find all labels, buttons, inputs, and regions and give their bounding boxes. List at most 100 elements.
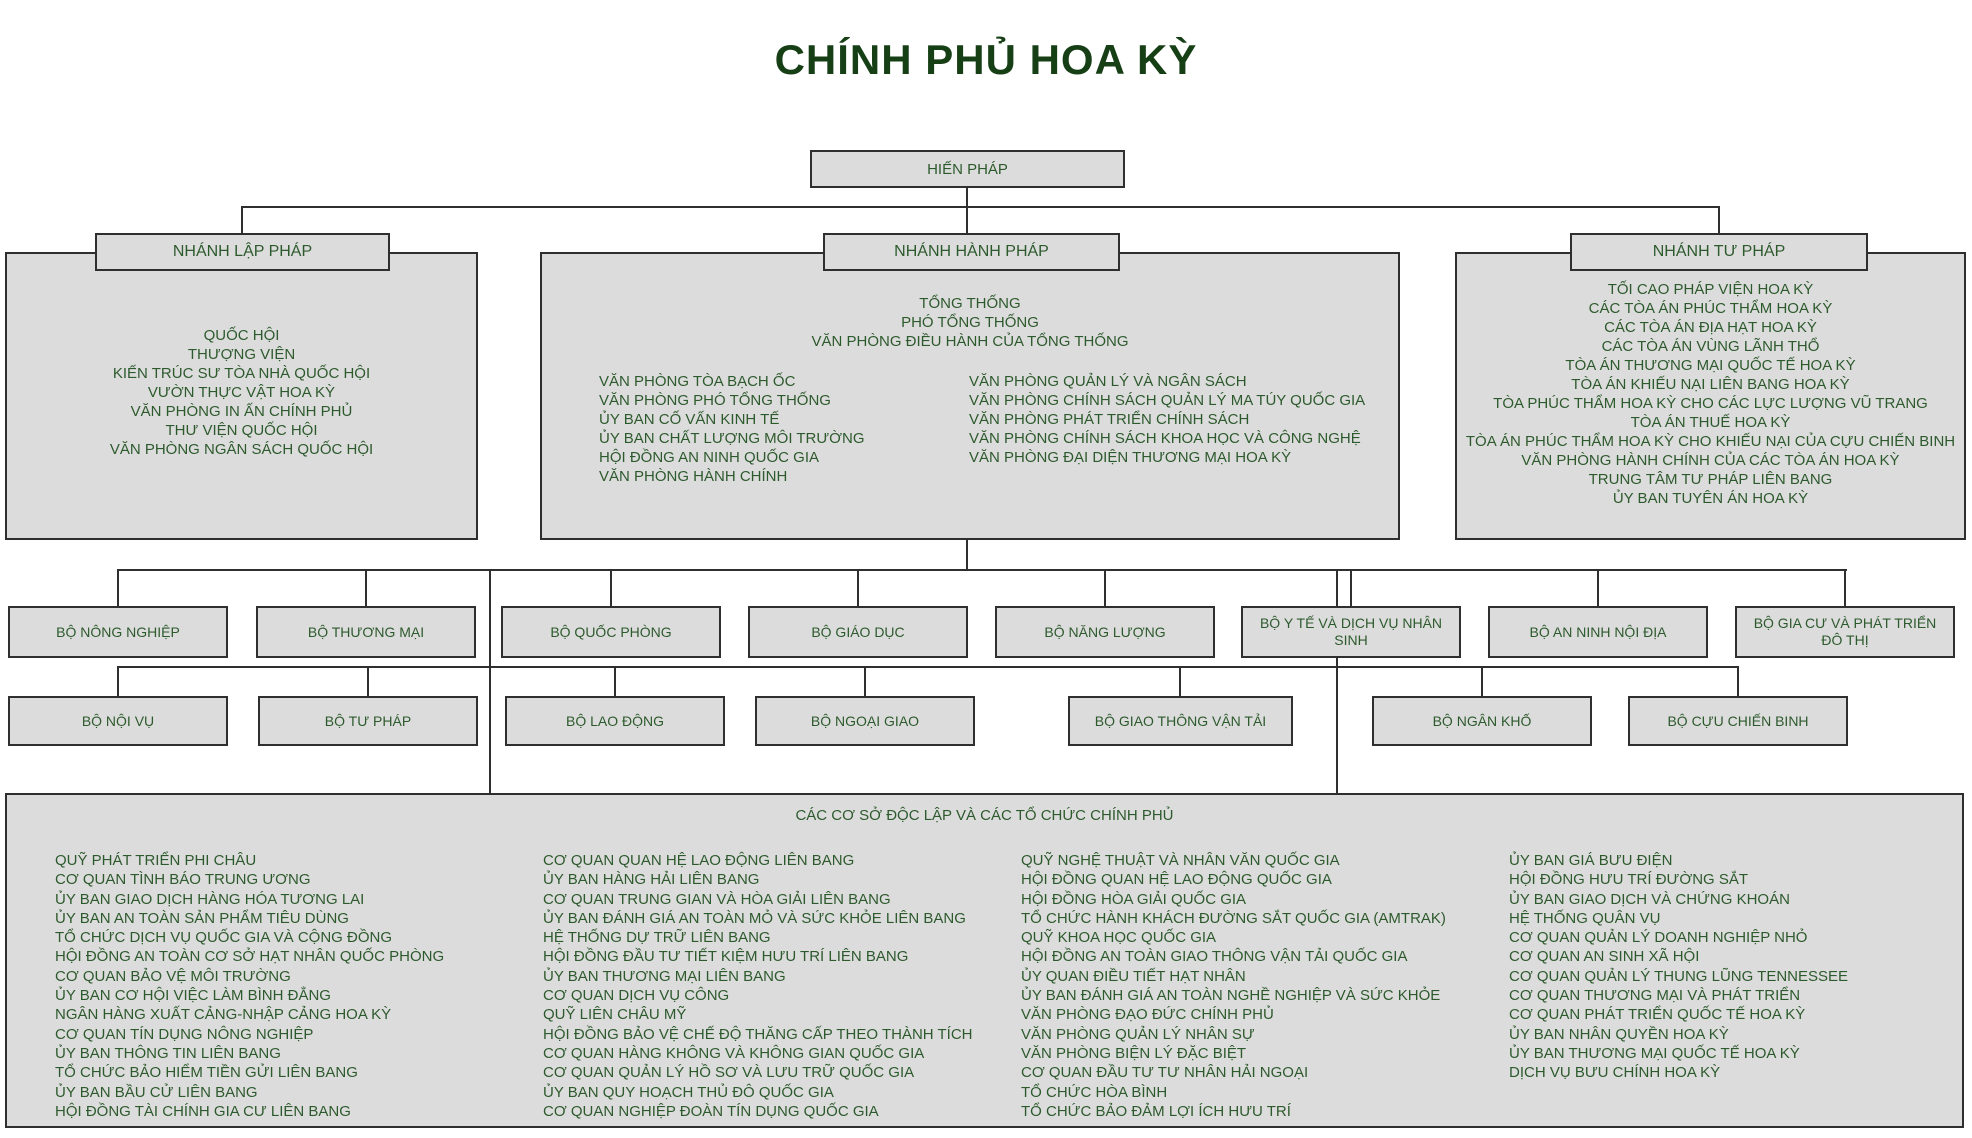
constitution-box: HIẾN PHÁP xyxy=(810,150,1125,188)
executive-left-column: VĂN PHÒNG TÒA BẠCH ỐC VĂN PHÒNG PHÓ TỔNG … xyxy=(599,372,865,486)
org-item: TỐI CAO PHÁP VIỆN HOA KỲ xyxy=(1607,281,1814,298)
independent-agencies-header: CÁC CƠ SỞ ĐỘC LẬP VÀ CÁC TỔ CHỨC CHÍNH P… xyxy=(795,807,1174,824)
org-item: TÒA PHÚC THẨM HOA KỲ CHO CÁC LỰC LƯỢNG V… xyxy=(1493,395,1928,412)
connector-line xyxy=(117,569,119,608)
org-item: VĂN PHÒNG BIỆN LÝ ĐẶC BIỆT xyxy=(1021,1044,1247,1062)
org-item: CƠ QUAN TÍN DỤNG NÔNG NGHIỆP xyxy=(55,1025,314,1043)
org-item: DỊCH VỤ BƯU CHÍNH HOA KỲ xyxy=(1509,1064,1721,1082)
org-item: ỦY BAN QUY HOẠCH THỦ ĐÔ QUỐC GIA xyxy=(543,1083,834,1101)
org-item: CƠ QUAN ĐẦU TƯ TƯ NHÂN HẢI NGOẠI xyxy=(1021,1064,1309,1082)
org-item: QUỸ PHÁT TRIỂN PHI CHÂU xyxy=(55,852,257,869)
org-item: VĂN PHÒNG NGÂN SÁCH QUỐC HỘI xyxy=(109,441,374,458)
org-item: CƠ QUAN TRUNG GIAN VÀ HÒA GIẢI LIÊN BANG xyxy=(543,890,891,908)
connector-line xyxy=(610,569,612,608)
org-item: HỘI ĐỒNG AN TOÀN CƠ SỞ HẠT NHÂN QUỐC PHÒ… xyxy=(55,948,445,966)
org-item: TÒA ÁN THƯƠNG MẠI QUỐC TẾ HOA KỲ xyxy=(1565,357,1856,374)
org-item: VƯỜN THỰC VẬT HOA KỲ xyxy=(147,384,336,401)
legislative-branch-header: NHÁNH LẬP PHÁP xyxy=(95,233,390,271)
org-item: CƠ QUAN BẢO VỆ MÔI TRƯỜNG xyxy=(55,967,291,985)
org-item: THƯ VIỆN QUỐC HỘI xyxy=(165,422,318,439)
connector-line xyxy=(241,206,243,236)
dept-health-human-services: BỘ Y TẾ VÀ DỊCH VỤ NHÂN SINH xyxy=(1241,606,1461,658)
connector-line xyxy=(1597,569,1599,608)
org-item: ỦY BAN CƠ HỘI VIỆC LÀM BÌNH ĐẲNG xyxy=(55,987,331,1005)
org-item: VĂN PHÒNG PHÓ TỔNG THỐNG xyxy=(599,392,831,409)
org-item: HỘI ĐỒNG AN NINH QUỐC GIA xyxy=(599,449,820,466)
org-item: CƠ QUAN QUAN HỆ LAO ĐỘNG LIÊN BANG xyxy=(543,852,855,869)
org-item: ỦY BAN BẦU CỬ LIÊN BANG xyxy=(55,1083,258,1101)
org-item: CÁC TÒA ÁN VÙNG LÃNH THỔ xyxy=(1601,338,1820,355)
judicial-branch-header: NHÁNH TƯ PHÁP xyxy=(1570,233,1868,271)
org-item: HỘI ĐỒNG ĐẦU TƯ TIẾT KIỆM HƯU TRÍ LIÊN B… xyxy=(543,948,909,966)
dept-state: BỘ NGOẠI GIAO xyxy=(755,696,975,746)
dept-justice: BỘ TƯ PHÁP xyxy=(258,696,478,746)
org-item: VĂN PHÒNG TÒA BẠCH ỐC xyxy=(599,373,796,390)
connector-line xyxy=(1336,569,1338,793)
org-item: ỦY BAN GIAO DỊCH HÀNG HÓA TƯƠNG LAI xyxy=(55,890,365,908)
dept-education: BỘ GIÁO DỤC xyxy=(748,606,968,658)
independent-agencies-box: CÁC CƠ SỞ ĐỘC LẬP VÀ CÁC TỔ CHỨC CHÍNH P… xyxy=(5,793,1964,1128)
connector-line xyxy=(365,569,367,608)
org-item: VĂN PHÒNG CHÍNH SÁCH KHOA HỌC VÀ CÔNG NG… xyxy=(969,430,1361,447)
connector-line xyxy=(117,569,1847,571)
org-item: CƠ QUAN QUẢN LÝ DOANH NGHIỆP NHỎ xyxy=(1509,929,1808,947)
dept-agriculture: BỘ NÔNG NGHIỆP xyxy=(8,606,228,658)
connector-line xyxy=(1718,206,1720,236)
connector-line xyxy=(614,666,616,696)
org-item: VĂN PHÒNG HÀNH CHÍNH xyxy=(599,468,788,485)
org-item: TỔ CHỨC HÒA BÌNH xyxy=(1021,1083,1168,1101)
connector-line xyxy=(864,666,866,696)
org-item: TỔ CHỨC DỊCH VỤ QUỐC GIA VÀ CỘNG ĐỒNG xyxy=(55,929,393,947)
org-item: VĂN PHÒNG QUẢN LÝ VÀ NGÂN SÁCH xyxy=(969,373,1247,390)
dept-interior: BỘ NỘI VỤ xyxy=(8,696,228,746)
org-item: ỦY BAN GIAO DỊCH VÀ CHỨNG KHOÁN xyxy=(1509,890,1790,908)
org-item: ỦY BAN THÔNG TIN LIÊN BANG xyxy=(55,1044,281,1062)
org-item: HỘI ĐỒNG HÒA GIẢI QUỐC GIA xyxy=(1021,890,1247,908)
org-item: CƠ QUAN AN SINH XÃ HỘI xyxy=(1509,948,1700,966)
connector-line xyxy=(966,538,968,571)
org-item: NGÂN HÀNG XUẤT CẢNG-NHẬP CẢNG HOA KỲ xyxy=(55,1006,392,1024)
org-item: QUỐC HỘI xyxy=(203,327,280,344)
org-item: CƠ QUAN QUẢN LÝ HỒ SƠ VÀ LƯU TRỮ QUỐC GI… xyxy=(543,1064,915,1082)
org-item: VĂN PHÒNG CHÍNH SÁCH QUẢN LÝ MA TÚY QUỐC… xyxy=(969,392,1366,409)
org-item: TÒA ÁN PHÚC THẨM HOA KỲ CHO KHIẾU NẠI CỦ… xyxy=(1465,433,1956,450)
executive-branch-header: NHÁNH HÀNH PHÁP xyxy=(823,233,1120,271)
dept-commerce: BỘ THƯƠNG MẠI xyxy=(256,606,476,658)
org-item: QUỸ KHOA HỌC QUỐC GIA xyxy=(1021,929,1217,947)
connector-line xyxy=(489,569,491,793)
org-item: KIẾN TRÚC SƯ TÒA NHÀ QUỐC HỘI xyxy=(112,365,371,382)
agency-column-2: CƠ QUAN QUAN HỆ LAO ĐỘNG LIÊN BANG ỦY BAN… xyxy=(543,851,973,1121)
org-item: TỔ CHỨC BẢO HIỂM TIỀN GỬI LIÊN BANG xyxy=(55,1064,358,1082)
connector-line xyxy=(1844,569,1846,608)
connector-line xyxy=(241,206,1720,208)
connector-line xyxy=(966,186,968,208)
org-item: VĂN PHÒNG IN ẤN CHÍNH PHỦ xyxy=(130,403,353,420)
org-item: TỔNG THỐNG xyxy=(919,295,1021,312)
dept-housing-urban-development: BỘ GIA CƯ VÀ PHÁT TRIỂN ĐÔ THỊ xyxy=(1735,606,1955,658)
org-item: VĂN PHÒNG HÀNH CHÍNH CỦA CÁC TÒA ÁN HOA … xyxy=(1521,452,1900,469)
org-item: ỦY QUAN ĐIỀU TIẾT HẠT NHÂN xyxy=(1021,967,1246,985)
org-item: TỔ CHỨC BẢO ĐẢM LỢI ÍCH HƯU TRÍ xyxy=(1021,1102,1291,1120)
judicial-list: TỐI CAO PHÁP VIỆN HOA KỲ CÁC TÒA ÁN PHÚC … xyxy=(1457,280,1964,508)
org-item: CÁC TÒA ÁN PHÚC THẨM HOA KỲ xyxy=(1588,300,1833,317)
org-item: ỦY BAN ĐÁNH GIÁ AN TOÀN NGHỀ NGHIỆP VÀ S… xyxy=(1021,987,1441,1005)
org-item: CƠ QUAN DỊCH VỤ CÔNG xyxy=(543,987,730,1005)
org-item: VĂN PHÒNG ĐIỀU HÀNH CỦA TỔNG THỐNG xyxy=(811,333,1129,350)
org-item: HỘI ĐỒNG HƯU TRÍ ĐƯỜNG SẮT xyxy=(1509,871,1749,889)
org-item: ỦY BAN GIÁ BƯU ĐIỆN xyxy=(1509,852,1673,869)
org-item: TÒA ÁN KHIẾU NẠI LIÊN BANG HOA KỲ xyxy=(1571,376,1850,393)
connector-line xyxy=(367,666,369,696)
org-item: HỘI ĐỒNG QUAN HỆ LAO ĐỘNG QUỐC GIA xyxy=(1021,871,1332,889)
connector-line xyxy=(857,569,859,608)
org-item: QUỸ NGHỆ THUẬT VÀ NHÂN VĂN QUỐC GIA xyxy=(1021,852,1340,869)
connector-line xyxy=(117,666,119,696)
org-item: CƠ QUAN PHÁT TRIỂN QUỐC TẾ HOA KỲ xyxy=(1509,1006,1806,1024)
org-item: ỦY BAN AN TOÀN SẢN PHẨM TIÊU DÙNG xyxy=(55,909,349,927)
org-item: TRUNG TÂM TƯ PHÁP LIÊN BANG xyxy=(1588,471,1833,488)
connector-line xyxy=(117,666,1737,668)
org-item: CƠ QUAN NGHIỆP ĐOÀN TÍN DỤNG QUỐC GIA xyxy=(543,1102,879,1120)
connector-line xyxy=(1350,569,1352,608)
